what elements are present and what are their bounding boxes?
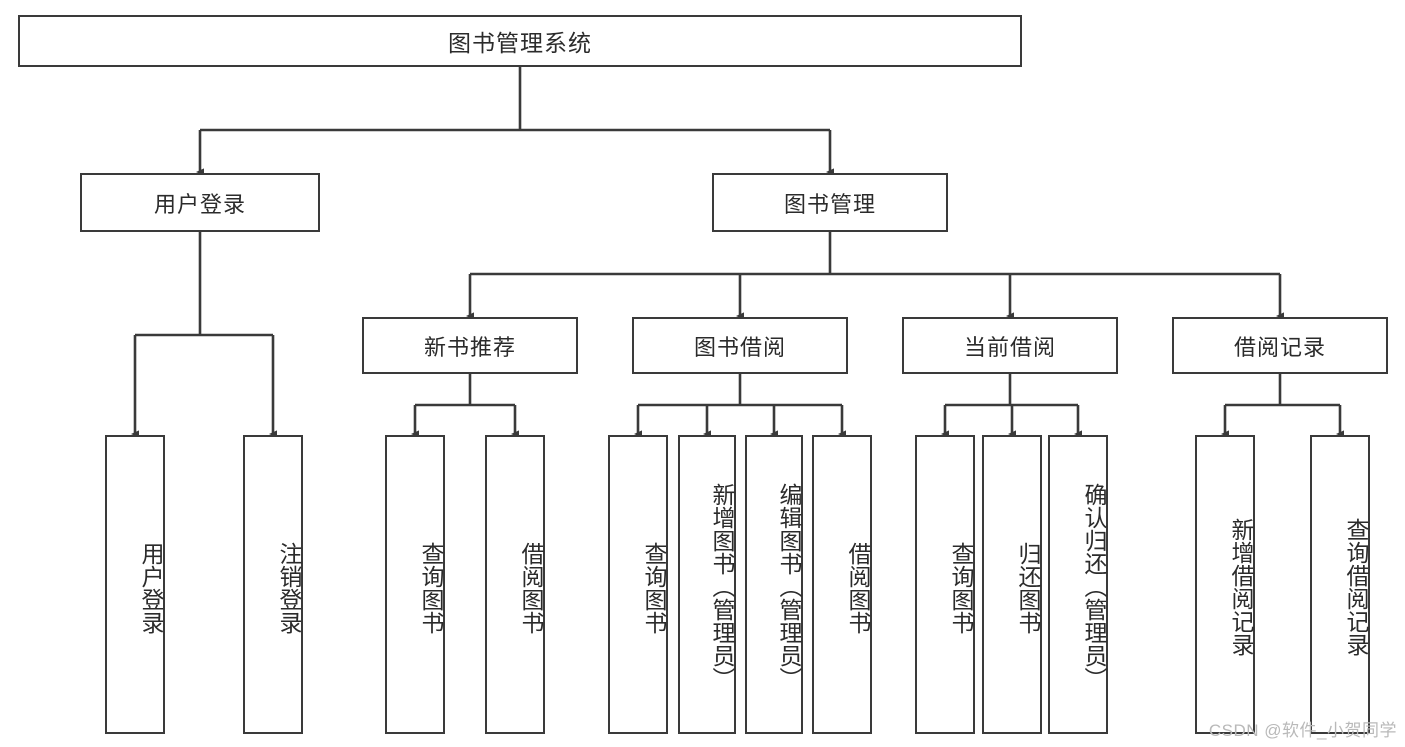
- node-records[interactable]: 借阅记录: [1172, 317, 1388, 374]
- node-login[interactable]: 用户登录: [80, 173, 320, 232]
- node-label: 查询图书: [948, 541, 974, 634]
- node-label: 注销登录: [276, 541, 302, 634]
- node-leaf5[interactable]: 查询图书: [608, 435, 668, 734]
- node-label: 新书推荐: [423, 334, 516, 360]
- node-leaf2[interactable]: 注销登录: [243, 435, 303, 734]
- node-bookmgmt[interactable]: 图书管理: [712, 173, 948, 232]
- node-leaf1[interactable]: 用户登录: [105, 435, 165, 734]
- watermark-text: CSDN @软件_小贺同学: [1208, 721, 1397, 740]
- node-label: 用户登录: [138, 541, 164, 634]
- node-label: 图书管理: [783, 191, 876, 217]
- node-leaf6[interactable]: 新增图书（管理员）: [678, 435, 736, 734]
- node-label: 归还图书: [1015, 541, 1041, 634]
- node-label: 借阅记录: [1233, 334, 1326, 360]
- node-leaf13[interactable]: 查询借阅记录: [1310, 435, 1370, 734]
- node-label: 当前借阅: [963, 334, 1056, 360]
- node-label: 编辑图书（管理员）: [776, 483, 802, 690]
- node-label: 查询借阅记录: [1343, 517, 1369, 656]
- node-label: 新增图书（管理员）: [709, 483, 735, 690]
- node-leaf11[interactable]: 确认归还（管理员）: [1048, 435, 1108, 734]
- node-label: 借阅图书: [518, 541, 544, 634]
- node-root[interactable]: 图书管理系统: [18, 15, 1022, 67]
- node-leaf8[interactable]: 借阅图书: [812, 435, 872, 734]
- node-label: 查询图书: [641, 541, 667, 634]
- node-leaf3[interactable]: 查询图书: [385, 435, 445, 734]
- node-label: 查询图书: [418, 541, 444, 634]
- node-leaf4[interactable]: 借阅图书: [485, 435, 545, 734]
- node-label: 图书借阅: [693, 334, 786, 360]
- node-newbook[interactable]: 新书推荐: [362, 317, 578, 374]
- node-label: 确认归还（管理员）: [1081, 483, 1107, 690]
- node-label: 图书管理系统: [448, 30, 592, 56]
- node-leaf7[interactable]: 编辑图书（管理员）: [745, 435, 803, 734]
- node-leaf9[interactable]: 查询图书: [915, 435, 975, 734]
- node-leaf10[interactable]: 归还图书: [982, 435, 1042, 734]
- node-label: 新增借阅记录: [1228, 517, 1254, 656]
- node-borrow[interactable]: 图书借阅: [632, 317, 848, 374]
- node-label: 用户登录: [153, 191, 246, 217]
- node-label: 借阅图书: [845, 541, 871, 634]
- node-current[interactable]: 当前借阅: [902, 317, 1118, 374]
- node-leaf12[interactable]: 新增借阅记录: [1195, 435, 1255, 734]
